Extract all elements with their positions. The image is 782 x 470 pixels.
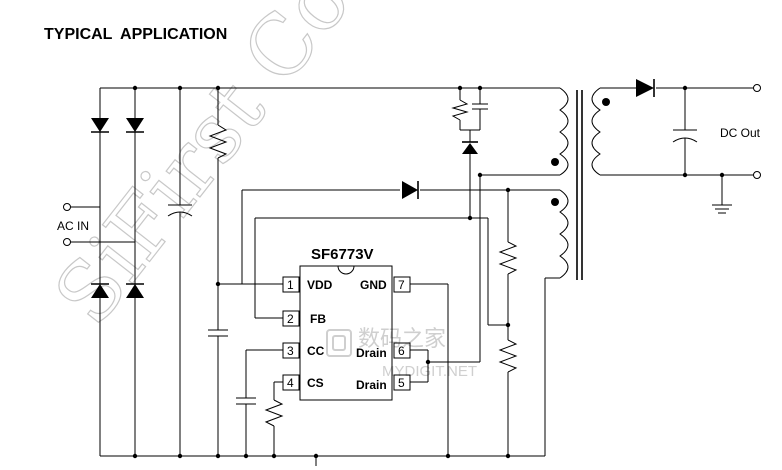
pin-2-number: 2 bbox=[287, 312, 294, 326]
pin-3-number: 3 bbox=[287, 344, 294, 358]
pin-1-name: VDD bbox=[307, 278, 333, 292]
junction-dots bbox=[132, 85, 725, 459]
ac-in-label: AC IN bbox=[57, 219, 89, 233]
watermark-site-cn: 数码之家 bbox=[358, 326, 446, 351]
dc-out-label: DC Out bbox=[720, 126, 761, 140]
page-heading: TYPICAL APPLICATION bbox=[44, 26, 228, 43]
pin-7-number: 7 bbox=[398, 278, 405, 292]
pin-6-name: Drain bbox=[356, 346, 387, 360]
pin-4-name: CS bbox=[307, 376, 324, 390]
pin-7-name: GND bbox=[360, 278, 387, 292]
pin-1-number: 1 bbox=[287, 278, 294, 292]
pin-3-name: CC bbox=[307, 344, 325, 358]
pin-5-number: 5 bbox=[398, 376, 405, 390]
terminals bbox=[63, 84, 761, 246]
pin-2-name: FB bbox=[310, 312, 326, 326]
pin-5-name: Drain bbox=[356, 378, 387, 392]
watermark-site-en: MYDIGIT.NET bbox=[382, 363, 477, 380]
ic-part-number: SF6773V bbox=[311, 246, 374, 263]
pin-6-number: 6 bbox=[398, 344, 405, 358]
watermark-logo-icon bbox=[326, 329, 352, 357]
pin-4-number: 4 bbox=[287, 376, 294, 390]
